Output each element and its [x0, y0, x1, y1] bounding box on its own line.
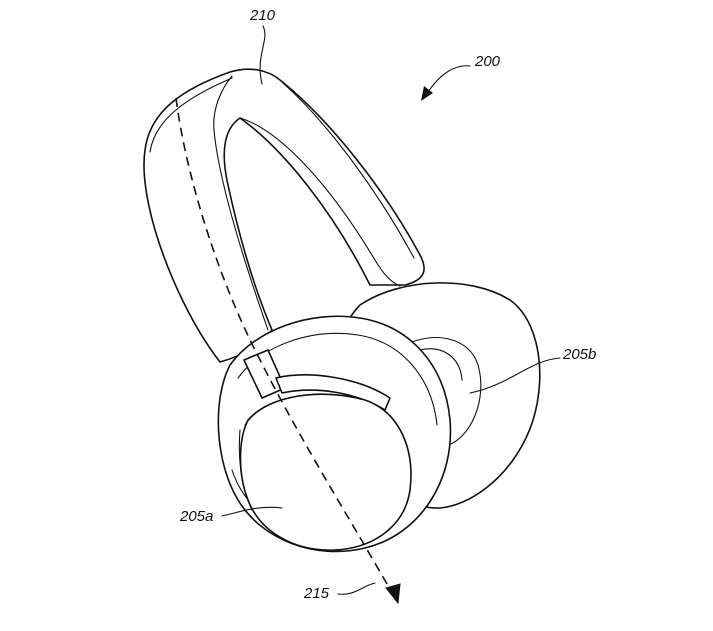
headband-210 [143, 68, 425, 363]
leader-205a [221, 506, 283, 517]
axis-215 [175, 97, 401, 605]
reference-arrow-200 [421, 65, 471, 101]
label-205a: 205a [179, 508, 213, 525]
label-205b: 205b [562, 346, 596, 363]
leader-215 [337, 582, 376, 595]
leader-210 [259, 25, 266, 85]
leader-205b [469, 357, 561, 394]
label-215: 215 [303, 585, 330, 602]
label-210: 210 [249, 7, 276, 24]
earcup-205a [217, 315, 452, 553]
leader-lines [221, 25, 561, 595]
label-200: 200 [474, 53, 501, 70]
